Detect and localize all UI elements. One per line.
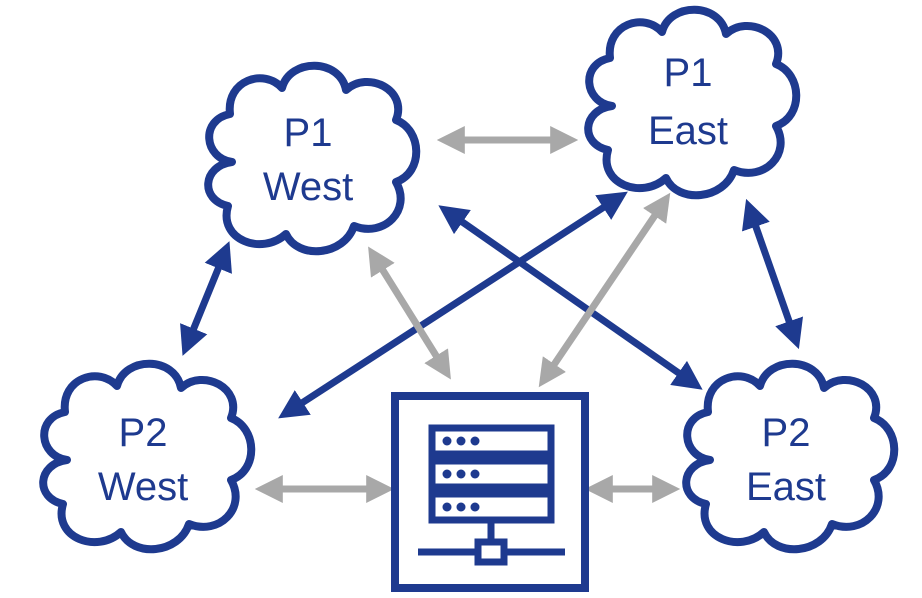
link-p1east-server	[538, 192, 671, 388]
link-p1west-server	[368, 246, 451, 380]
cloud-p1-east: P1 East	[588, 10, 796, 195]
cloud-icon	[208, 66, 416, 251]
node-label-line2: East	[648, 109, 728, 153]
node-label-line2: West	[263, 165, 353, 209]
node-label-line1: P2	[762, 411, 811, 455]
server-node	[391, 392, 589, 592]
cloud-p2-east: P2 East	[686, 364, 894, 549]
node-label-line2: West	[98, 465, 188, 509]
cloud-p2-west: P2 West	[43, 364, 251, 549]
node-label-line1: P1	[664, 51, 713, 95]
link-p1east-p2east	[741, 198, 804, 350]
link-p1west-p2west	[180, 241, 232, 356]
cloud-p1-west: P1 West	[208, 66, 416, 251]
server-network-icon	[418, 424, 565, 566]
cloud-icon	[686, 364, 894, 549]
cloud-icon	[588, 10, 796, 195]
node-label-line2: East	[746, 465, 826, 509]
link-p1west-p2east	[438, 205, 703, 390]
node-label-line1: P1	[284, 111, 333, 155]
cloud-icon	[43, 364, 251, 549]
node-label-line1: P2	[119, 411, 168, 455]
